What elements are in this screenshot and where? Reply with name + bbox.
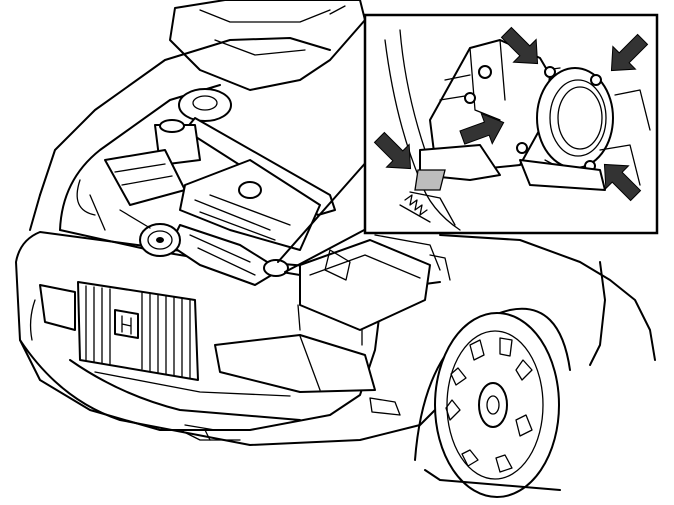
engine-bay (59, 84, 451, 346)
headlight (214, 334, 376, 393)
air-filter-box (299, 239, 431, 331)
engine-cover (179, 159, 321, 251)
arrow-2 (610, 33, 649, 72)
strut-mount (178, 88, 232, 122)
bolt-1 (544, 66, 556, 78)
grille-slats (85, 285, 191, 379)
callout-lines (277, 159, 369, 273)
car-body (15, 37, 656, 446)
arrow-5 (603, 163, 642, 202)
hood (169, 0, 366, 91)
detail-inset (363, 13, 659, 235)
arrow-3 (459, 112, 505, 145)
front-wheel (414, 307, 571, 498)
oil-cap (238, 181, 262, 199)
grille-badge (114, 309, 139, 339)
arrow-4 (373, 131, 412, 170)
throttle-body-location (263, 259, 289, 277)
arrow-1 (500, 26, 539, 65)
wheel-hub (478, 382, 508, 428)
indicator-arrows (373, 26, 649, 202)
bolt-3 (516, 142, 528, 154)
bolt-2 (590, 74, 602, 86)
